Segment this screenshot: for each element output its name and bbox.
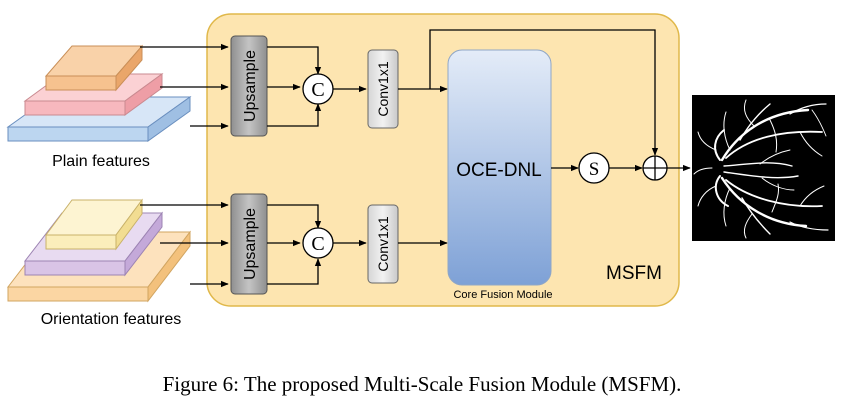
core-block-label: OCE-DNL	[456, 160, 542, 181]
orientation-features-label: Orientation features	[41, 311, 182, 328]
concat-node-top: C	[302, 73, 334, 105]
conv-to-core-arrows	[398, 85, 448, 247]
top-input-arrows	[140, 43, 229, 130]
core-fusion-caption: Core Fusion Module	[453, 289, 552, 301]
add-node	[642, 155, 668, 181]
orientation-features-stack	[6, 198, 192, 303]
conv-block-bottom: Conv1x1	[367, 204, 399, 284]
upsample-label-top: Upsample	[242, 50, 259, 122]
conv-block-top: Conv1x1	[367, 49, 399, 129]
figure-caption: Figure 6: The proposed Multi-Scale Fusio…	[163, 372, 682, 396]
skip-connection	[429, 29, 659, 156]
orientation-layer-top	[45, 198, 143, 251]
msfm-label: MSFM	[606, 263, 662, 284]
conv-label-top: Conv1x1	[375, 61, 391, 116]
vessel-segmentation-image	[692, 95, 835, 241]
upsample-block-bottom: Upsample	[230, 193, 268, 295]
plain-features-stack	[6, 44, 192, 142]
concat-label-bottom: C	[311, 233, 324, 255]
sigmoid-label: S	[589, 159, 600, 180]
concat-node-bottom: C	[302, 227, 334, 259]
bottom-input-arrows	[140, 201, 229, 288]
conv-label-bottom: Conv1x1	[375, 216, 391, 271]
plain-layer-top	[44, 44, 144, 92]
upsample-label-bottom: Upsample	[242, 208, 259, 280]
plain-features-label: Plain features	[52, 153, 150, 170]
top-upsample-to-concat	[267, 46, 322, 127]
upsample-block-top: Upsample	[230, 35, 268, 137]
sigmoid-node: S	[578, 152, 610, 184]
concat-label-top: C	[311, 79, 324, 101]
bottom-upsample-to-concat	[267, 204, 322, 285]
